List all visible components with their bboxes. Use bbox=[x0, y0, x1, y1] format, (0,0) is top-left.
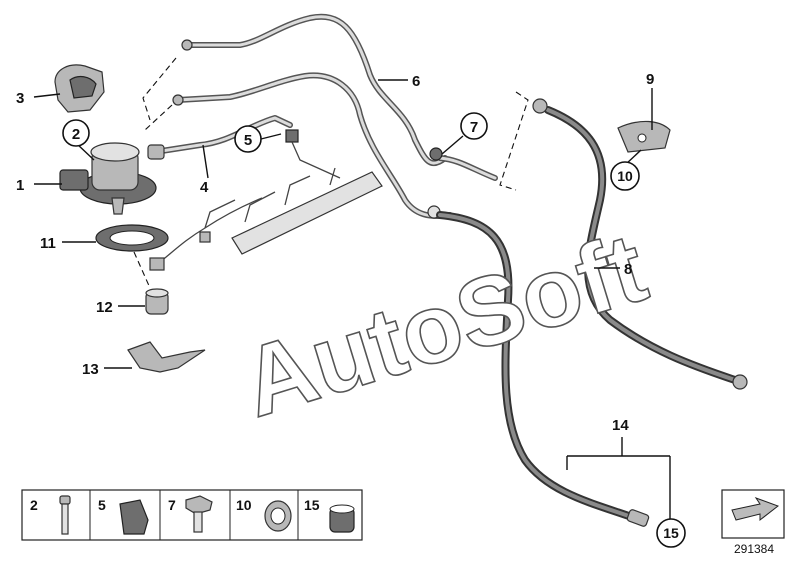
callout-2: 2 bbox=[72, 126, 80, 143]
pump-cover-3 bbox=[54, 64, 105, 113]
callout-15: 15 bbox=[663, 525, 679, 541]
callout-10-circle bbox=[610, 161, 640, 191]
callout-5-circle bbox=[234, 125, 262, 153]
arrow-icon bbox=[731, 497, 780, 522]
seal-ring-11 bbox=[95, 224, 169, 252]
callouts: 1 2 3 4 5 6 7 8 9 10 11 12 13 14 15 bbox=[16, 71, 686, 548]
fuel-hose-15 bbox=[436, 211, 650, 527]
callout-5: 5 bbox=[244, 132, 252, 149]
hex-bolt-icon bbox=[185, 495, 213, 533]
fuel-rail bbox=[149, 129, 383, 271]
callout-11: 11 bbox=[40, 235, 56, 252]
callout-1: 1 bbox=[16, 177, 24, 194]
holder-9 bbox=[617, 120, 671, 153]
hose-clamp-icon bbox=[264, 500, 292, 532]
watermark: AutoSoft bbox=[230, 212, 658, 438]
callout-7-circle bbox=[460, 112, 488, 140]
callout-14: 14 bbox=[612, 417, 629, 434]
legend-item-2: 2 bbox=[30, 497, 38, 513]
fuel-line-4 bbox=[172, 72, 453, 220]
fuel-line-6 bbox=[181, 13, 448, 167]
callout-7: 7 bbox=[470, 119, 478, 136]
callout-10: 10 bbox=[617, 168, 633, 184]
sleeve-icon bbox=[329, 504, 355, 533]
callout-6: 6 bbox=[412, 73, 420, 90]
small-pipe-7 bbox=[429, 147, 498, 181]
parts-legend: 2 5 7 10 15 bbox=[21, 489, 363, 541]
callout-15-circle bbox=[656, 518, 686, 548]
bushing-12 bbox=[145, 288, 169, 315]
fuel-hose-8 bbox=[532, 98, 748, 390]
high-pressure-pump-1 bbox=[59, 142, 157, 215]
pump-rail-pipe bbox=[147, 115, 293, 160]
callout-8: 8 bbox=[624, 261, 632, 278]
callout-4: 4 bbox=[200, 179, 209, 196]
image-number: 291384 bbox=[734, 542, 774, 556]
bracket-13 bbox=[127, 341, 206, 373]
legend-item-15: 15 bbox=[304, 497, 320, 513]
callout-3: 3 bbox=[16, 90, 24, 107]
callout-13: 13 bbox=[82, 361, 99, 378]
bolt-icon bbox=[59, 495, 71, 535]
legend-item-7: 7 bbox=[168, 497, 176, 513]
image-number-box: 291384 bbox=[721, 489, 785, 556]
legend-item-5: 5 bbox=[98, 497, 106, 513]
callout-2-circle bbox=[62, 119, 90, 147]
callout-9: 9 bbox=[646, 71, 654, 88]
clip-icon bbox=[119, 499, 149, 535]
callout-12: 12 bbox=[96, 299, 113, 316]
leader-lines bbox=[33, 57, 671, 520]
legend-item-10: 10 bbox=[236, 497, 252, 513]
